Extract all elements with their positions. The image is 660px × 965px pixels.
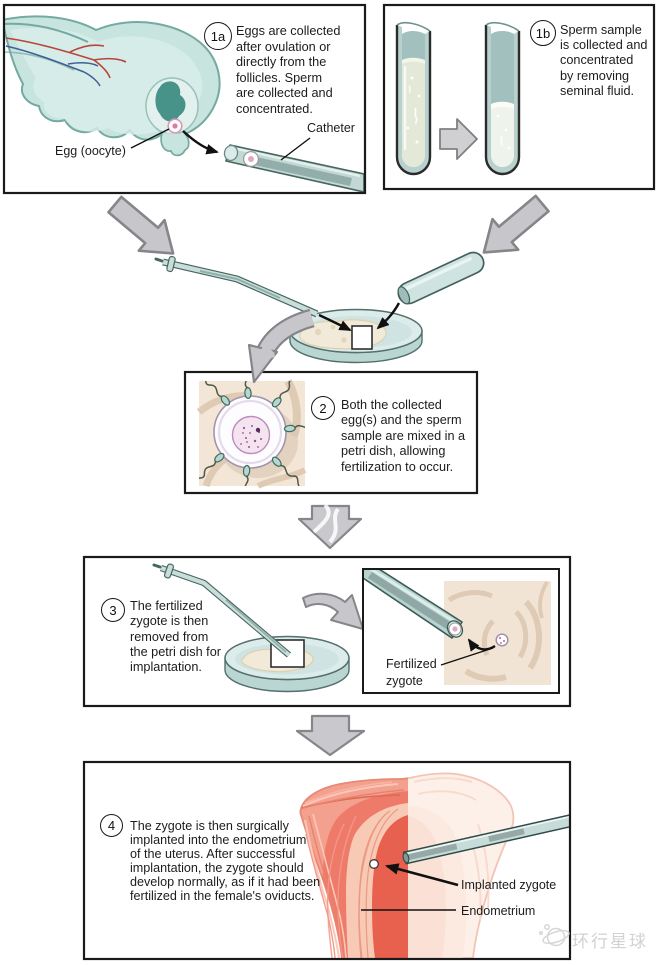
egg-oocyte-label: Egg (oocyte)	[55, 144, 126, 158]
watermark-streaks	[312, 503, 340, 544]
test-tube-pouring	[397, 251, 485, 305]
panel-3-frame	[82, 555, 572, 708]
panel-3-inset-frame	[362, 568, 560, 694]
step-badge-3: 3	[101, 598, 125, 622]
panel-1a-frame	[2, 3, 367, 195]
panel-1b-frame	[382, 3, 656, 191]
arrow-panel3-to-panel4	[295, 714, 366, 757]
egg-nucleus	[231, 415, 271, 455]
step-number: 3	[109, 602, 117, 618]
catheter-tip-closeup	[364, 570, 464, 639]
fertilized-zygote-dot	[495, 633, 509, 647]
watermark-globe-icon	[538, 924, 570, 947]
implanted-zygote-dot	[369, 859, 379, 869]
fertilized-zygote-label: Fertilized zygote	[386, 657, 437, 688]
arrow-catheter-to-dish	[318, 313, 352, 332]
sample-zoom-square	[351, 325, 373, 350]
step-number: 4	[107, 818, 116, 833]
catheter-implantation	[402, 813, 569, 865]
panel-2-frame	[183, 370, 479, 495]
fallopian-tube-illustration	[5, 15, 221, 157]
test-tube-full	[395, 22, 432, 176]
arrow-tube-to-dish	[376, 302, 401, 330]
uterus-illustration	[299, 772, 569, 958]
sperm-cells	[199, 381, 305, 486]
catheter-removal	[152, 563, 292, 658]
fertilization-illustration	[196, 379, 307, 489]
arrow-panel2-to-panel3	[297, 503, 363, 550]
arrow-dish-to-inset	[302, 592, 364, 630]
arrow-dish-to-panel2	[247, 308, 315, 384]
catheter-1a	[223, 144, 364, 192]
catheter-mixing	[154, 255, 319, 318]
arrow-tube-to-tube	[439, 118, 478, 160]
zygote-label-line	[440, 647, 494, 666]
panel-4-frame	[82, 760, 572, 961]
step-badge-1b: 1b	[530, 20, 556, 46]
step-badge-1a: 1a	[204, 22, 232, 50]
step-number: 1b	[535, 25, 551, 41]
petri-dish-removal	[224, 635, 350, 693]
arrow-implanted-zygote	[384, 863, 459, 887]
catheter-label: Catheter	[307, 121, 355, 135]
egg-label-line	[130, 128, 170, 149]
sample-flecks	[496, 114, 511, 150]
blood-vessels	[5, 37, 127, 87]
uterus-left-half	[299, 777, 408, 958]
sperm-sample-tubes	[395, 22, 521, 176]
arrow-zygote-to-catheter	[467, 638, 496, 652]
step-1a-text: Eggs are collected after ovulation or di…	[236, 24, 341, 116]
catheter-label-line	[280, 137, 311, 161]
step-number: 1a	[210, 28, 226, 44]
step-number: 2	[319, 400, 327, 416]
step-badge-2: 2	[311, 396, 335, 420]
zygote-closeup	[364, 570, 551, 685]
step-badge-4: 4	[100, 814, 123, 837]
step-4-text: The zygote is then surgically implanted …	[130, 819, 321, 903]
implanted-zygote-label: Implanted zygote	[461, 878, 557, 892]
big-arrow-from-1a	[107, 195, 175, 255]
nucleus-speckles	[240, 425, 262, 448]
test-tube-concentrated	[484, 22, 521, 176]
step-3-text: The fertilized zygote is then removed fr…	[130, 599, 221, 675]
arrow-egg-to-catheter	[182, 130, 219, 155]
endometrium-label: Endometrium	[461, 904, 536, 918]
big-arrow-from-1b	[482, 194, 550, 254]
sample-flecks	[406, 76, 421, 144]
watermark-brand: 环行星球	[572, 932, 648, 951]
ripple-arcs	[447, 580, 549, 682]
step-2-text: Both the collected egg(s) and the sperm …	[341, 398, 466, 474]
step-1b-text: Sperm sample is collected and concentrat…	[560, 23, 648, 98]
uterine-cavity	[372, 815, 408, 958]
